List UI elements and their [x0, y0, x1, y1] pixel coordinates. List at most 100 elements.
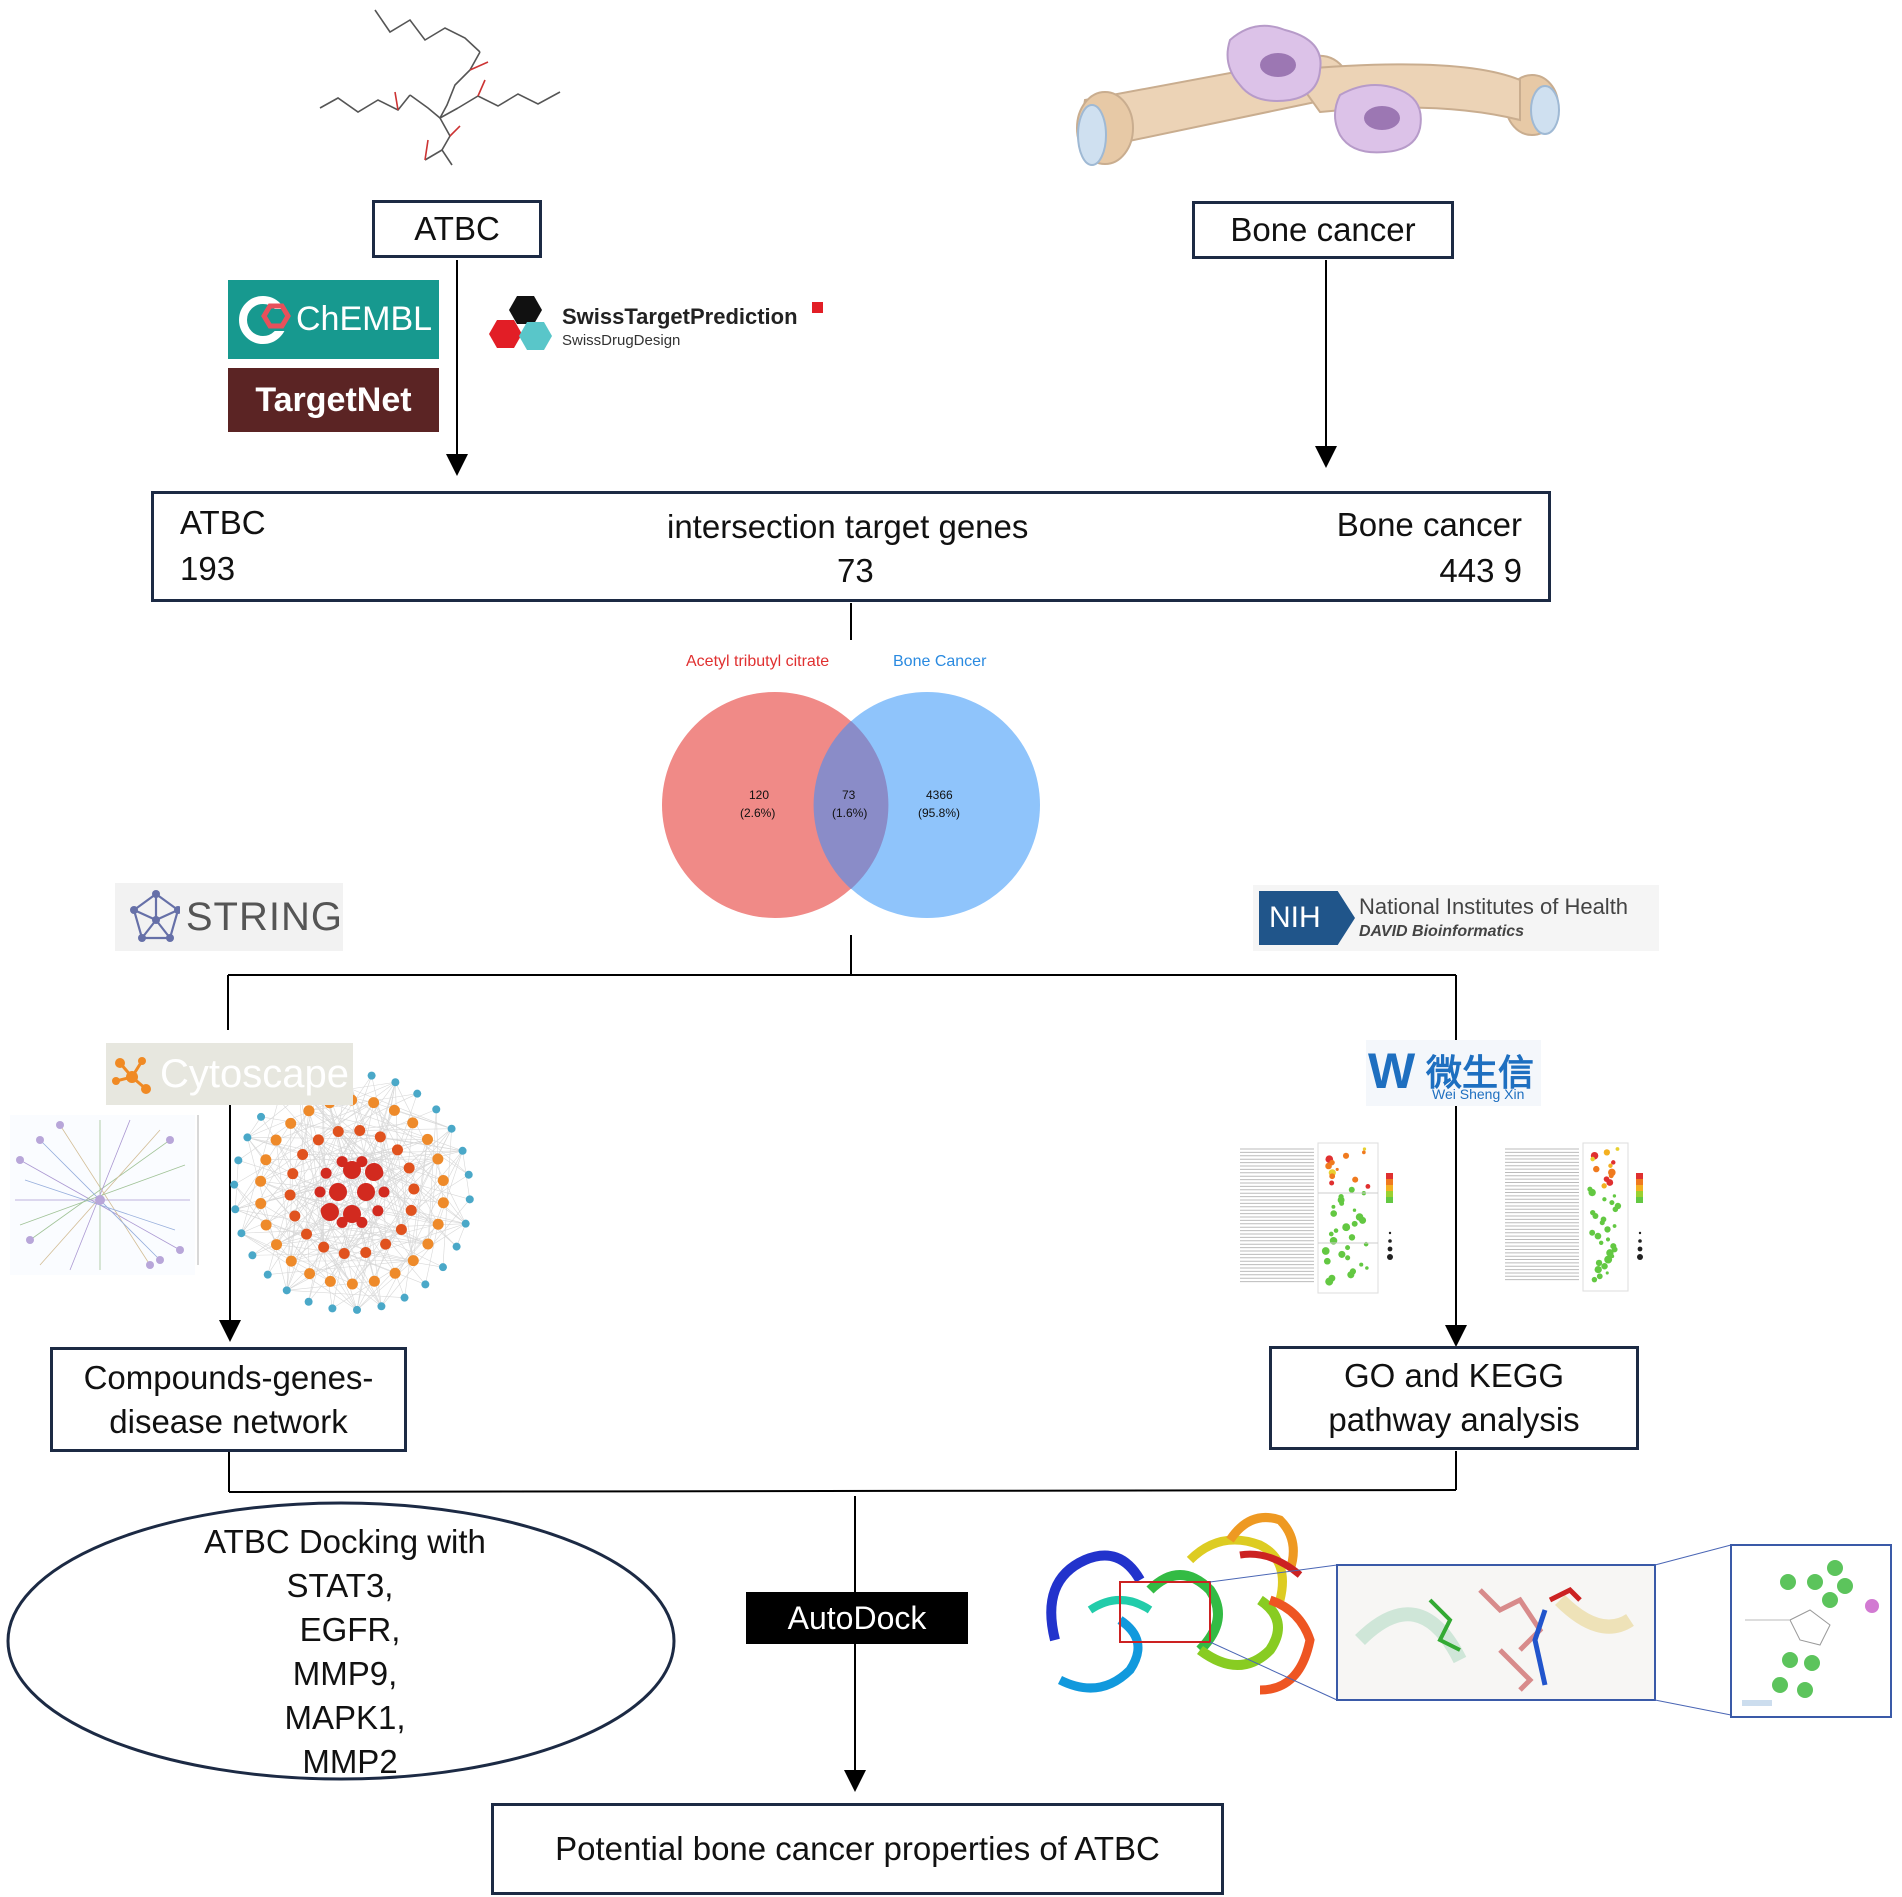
cytoscape-node: [400, 1293, 409, 1302]
bone-cancer-box: Bone cancer: [1192, 201, 1454, 259]
nih-badge: NIH: [1259, 891, 1355, 945]
result-box: Potential bone cancer properties of ATBC: [491, 1803, 1224, 1895]
cytoscape-label: Cytoscape: [160, 1051, 349, 1096]
cytoscape-node: [372, 1205, 384, 1217]
intersection-label: intersection target genes: [667, 508, 1029, 545]
cytoscape-node: [284, 1189, 296, 1201]
cytoscape-node: [314, 1186, 326, 1198]
cytoscape-node: [354, 1124, 366, 1136]
cytoscape-node: [243, 1133, 252, 1142]
bone-cancer-illustration: [1076, 24, 1560, 166]
cytoscape-node: [432, 1153, 444, 1165]
cytoscape-node: [378, 1186, 390, 1198]
david-subtitle: DAVID Bioinformatics: [1359, 923, 1525, 940]
cytoscape-node: [367, 1071, 376, 1080]
cytoscape-node: [324, 1275, 336, 1287]
venn-value-overlap: 73: [842, 788, 856, 802]
venn-title-bone-cancer: Bone Cancer: [893, 653, 987, 670]
autodock-logo: AutoDock: [746, 1592, 968, 1644]
cytoscape-node: [338, 1248, 350, 1260]
venn-diagram: [662, 692, 1040, 918]
cytoscape-node: [374, 1131, 386, 1143]
cytoscape-node: [304, 1268, 316, 1280]
bone-cancer-label: Bone cancer: [1230, 211, 1416, 248]
cytoscape-node: [458, 1146, 467, 1155]
cytoscape-node: [285, 1255, 297, 1267]
venn-pct-overlap: (1.6%): [832, 806, 868, 820]
cytoscape-node: [282, 1286, 291, 1295]
cytoscape-node: [360, 1246, 372, 1258]
cytoscape-node: [320, 1205, 332, 1217]
cytoscape-node: [389, 1267, 401, 1279]
docking-2d-interaction-map: [1730, 1544, 1892, 1718]
docking-targets-ellipse: [6, 1501, 676, 1781]
go-enrichment-thumbnail: [1240, 1142, 1393, 1294]
cytoscape-node: [452, 1242, 461, 1251]
cytoscape-node: [356, 1216, 368, 1228]
cytoscape-node: [422, 1238, 434, 1250]
swiss-subtitle: SwissDrugDesign: [562, 332, 681, 349]
network-box-line1: Compounds-genes-: [83, 1358, 374, 1396]
docking-text: ATBC Docking with STAT3, EGFR, MMP9, MAP…: [100, 1520, 590, 1784]
cytoscape-hub-node: [357, 1183, 375, 1201]
cytoscape-node: [421, 1133, 433, 1145]
cytoscape-node: [391, 1144, 403, 1156]
cytoscape-node: [301, 1228, 313, 1240]
cytoscape-node: [320, 1167, 332, 1179]
cytoscape-node: [388, 1104, 400, 1116]
cytoscape-node: [303, 1105, 315, 1117]
cytoscape-node: [377, 1302, 386, 1311]
docking-target-2: EGFR,: [299, 1611, 401, 1648]
docking-target-3: MMP9,: [292, 1655, 398, 1692]
targetnet-label: TargetNet: [255, 380, 412, 419]
nih-david-logo: NIH National Institutes of Health DAVID …: [1253, 885, 1659, 951]
cytoscape-node: [372, 1167, 384, 1179]
swisstargetprediction-logo: SwissTargetPrediction SwissDrugDesign: [482, 292, 827, 362]
bone-cancer-target-count: 443 9: [1439, 552, 1522, 589]
weishengxin-en-label: Wei Sheng Xin: [1432, 1086, 1525, 1102]
cytoscape-node: [395, 1223, 407, 1235]
chembl-label: ChEMBL: [296, 300, 433, 338]
cytoscape-node: [391, 1078, 400, 1087]
cytoscape-node: [289, 1210, 301, 1222]
cytoscape-logo: Cytoscape: [106, 1043, 353, 1105]
cytoscape-node: [407, 1117, 419, 1129]
cytoscape-node: [318, 1241, 330, 1253]
cytoscape-node: [304, 1297, 313, 1306]
weishengxin-w-icon: W: [1368, 1043, 1416, 1099]
cytoscape-node: [421, 1280, 430, 1289]
weishengxin-logo: W 微生信 Wei Sheng Xin: [1366, 1040, 1541, 1106]
docking-pocket-closeup: [1336, 1564, 1656, 1701]
swiss-red-badge-icon: [812, 302, 823, 313]
pathway-box: GO and KEGG pathway analysis: [1269, 1346, 1639, 1450]
cytoscape-hub-node: [343, 1205, 361, 1223]
kegg-enrichment-thumbnail: [1505, 1142, 1643, 1292]
venn-overlap: [813, 721, 889, 889]
string-network-thumbnail: [10, 1115, 199, 1275]
cytoscape-node: [461, 1219, 470, 1228]
cytoscape-node: [368, 1097, 380, 1109]
cytoscape-node: [260, 1219, 272, 1231]
venn-pct-atbc: (2.6%): [740, 806, 776, 820]
cytoscape-node: [403, 1162, 415, 1174]
atbc-box: ATBC: [372, 200, 542, 258]
cytoscape-node: [287, 1168, 299, 1180]
string-network-icon: [130, 890, 180, 942]
cytoscape-node: [432, 1105, 441, 1114]
cytoscape-node: [413, 1089, 422, 1098]
network-box: Compounds-genes- disease network: [50, 1347, 407, 1452]
venn-value-atbc: 120: [749, 788, 770, 802]
cytoscape-node: [380, 1238, 392, 1250]
pathway-box-line2: pathway analysis: [1328, 1401, 1580, 1438]
cytoscape-node: [312, 1134, 324, 1146]
string-label: STRING: [185, 894, 343, 939]
cytoscape-node: [368, 1275, 380, 1287]
cytoscape-node: [328, 1304, 337, 1313]
docking-target-4: MAPK1,: [284, 1699, 406, 1736]
cytoscape-node: [332, 1126, 344, 1138]
atbc-target-label: ATBC: [180, 504, 266, 541]
cytoscape-node: [248, 1251, 257, 1260]
cytoscape-node: [297, 1149, 309, 1161]
network-box-line2: disease network: [109, 1402, 348, 1440]
chembl-logo: ChEMBL: [228, 280, 439, 359]
